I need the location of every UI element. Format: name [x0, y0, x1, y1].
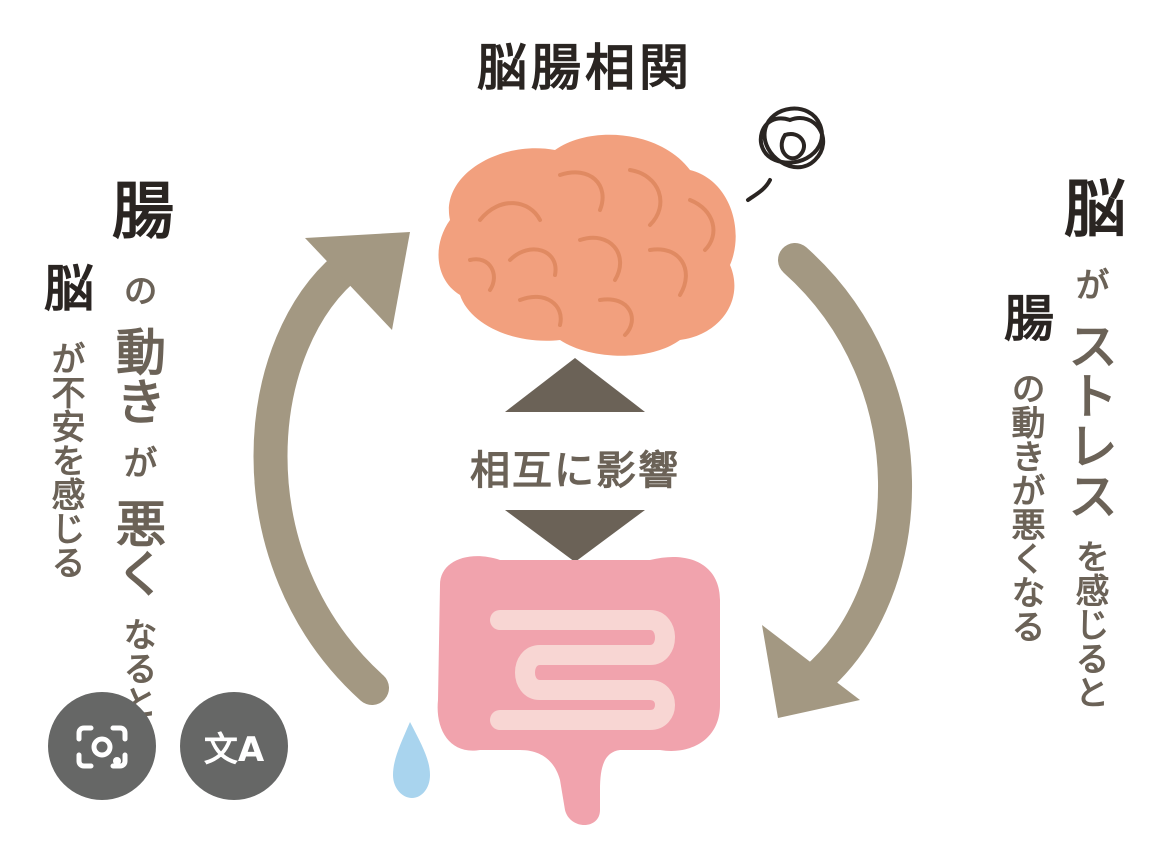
left-col1-particle-a: の: [117, 273, 157, 307]
right-cycle-arrow: [762, 243, 912, 718]
left-text-column-1: 腸 の 動き が 悪く なると: [101, 178, 174, 719]
water-drop-icon: [393, 722, 430, 798]
left-col1-phrase-d: 悪く: [108, 498, 166, 598]
translate-button[interactable]: 文A: [180, 692, 288, 800]
right-col2-rest: の動きが悪くなる: [1005, 371, 1045, 643]
right-col1-particle-a: が: [1069, 267, 1109, 301]
diagram-title: 脳腸相関: [477, 39, 693, 97]
left-col1-phrase-b: 動き: [108, 326, 166, 426]
right-text-column-1: 脳 が ストレス を感じると: [1053, 176, 1126, 709]
lens-camera-icon: [76, 725, 128, 769]
left-text-column-2: 脳 が不安を感じる: [36, 262, 94, 579]
right-col1-phrase-c: を感じると: [1069, 539, 1109, 709]
right-col1-key: 脳: [1053, 176, 1126, 238]
left-col1-particle-c: が: [117, 445, 157, 479]
right-col1-phrase-b: ストレス: [1060, 320, 1118, 520]
lens-search-button[interactable]: [48, 692, 156, 800]
mutual-influence-label: 相互に影響: [470, 448, 680, 494]
brain-illustration: [438, 134, 736, 356]
down-triangle-icon: [505, 510, 645, 562]
left-col1-key: 腸: [101, 178, 174, 240]
left-col2-key: 脳: [36, 262, 94, 312]
right-col2-key: 腸: [996, 292, 1054, 342]
left-cycle-arrow: [253, 232, 410, 705]
right-text-column-2: 腸 の動きが悪くなる: [996, 292, 1054, 643]
translate-icon: 文A: [203, 729, 265, 770]
left-col2-rest: が不安を感じる: [45, 341, 85, 579]
stress-scribble-icon: [746, 106, 826, 202]
up-triangle-icon: [505, 358, 645, 412]
intestine-illustration: [437, 556, 720, 825]
